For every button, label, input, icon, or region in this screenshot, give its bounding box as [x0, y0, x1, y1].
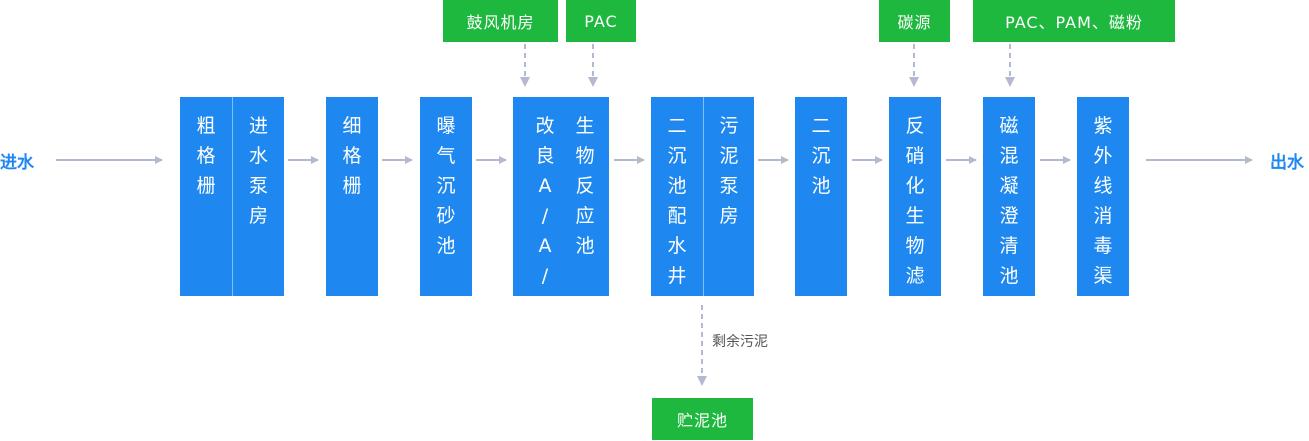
coarse-screen-divider [232, 97, 233, 296]
sludge-storage-tank-box: 贮泥池 [652, 398, 753, 440]
excess-sludge-label: 剩余污泥 [712, 334, 768, 350]
secondary-clarifier-label: 二沉池 [811, 115, 831, 197]
distribution-well-label: 二沉池配水井 [667, 115, 687, 287]
denitrification-filter-label: 反硝化生物滤池 [905, 115, 925, 317]
pac-pam-magnetic-box: PAC、PAM、磁粉 [973, 0, 1175, 42]
bio-reactor-label: 生物反应池 [575, 115, 595, 257]
blower-room-box: 鼓风机房 [443, 0, 558, 42]
secondary-clarifier-box: 二沉池 [795, 97, 847, 296]
secondary-distribution-box: 二沉池配水井 污泥泵房 [651, 97, 754, 296]
inlet-pump-label: 进水泵房 [248, 115, 268, 227]
coarse-screen-box: 粗格栅 进水泵房 [180, 97, 284, 296]
fine-screen-box: 细格栅 [326, 97, 378, 296]
carbon-source-box: 碳源 [879, 0, 950, 42]
uv-channel-box: 紫外线消毒渠 [1077, 97, 1129, 296]
sludge-pump-label: 污泥泵房 [719, 115, 739, 227]
pac-box: PAC [566, 0, 636, 42]
uv-channel-label: 紫外线消毒渠 [1093, 115, 1113, 287]
aerated-grit-label: 曝气沉砂池 [436, 115, 456, 257]
magnetic-coagulation-label: 磁混凝澄清池 [999, 115, 1019, 287]
denitrification-filter-box: 反硝化生物滤池 [889, 97, 941, 317]
inlet-label: 进水 [0, 153, 34, 173]
outlet-label: 出水 [1270, 153, 1304, 173]
aerated-grit-box: 曝气沉砂池 [420, 97, 472, 296]
fine-screen-label: 细格栅 [342, 115, 362, 197]
magnetic-coagulation-box: 磁混凝澄清池 [983, 97, 1035, 296]
coarse-screen-label: 粗格栅 [196, 115, 216, 197]
distribution-divider [703, 97, 704, 296]
